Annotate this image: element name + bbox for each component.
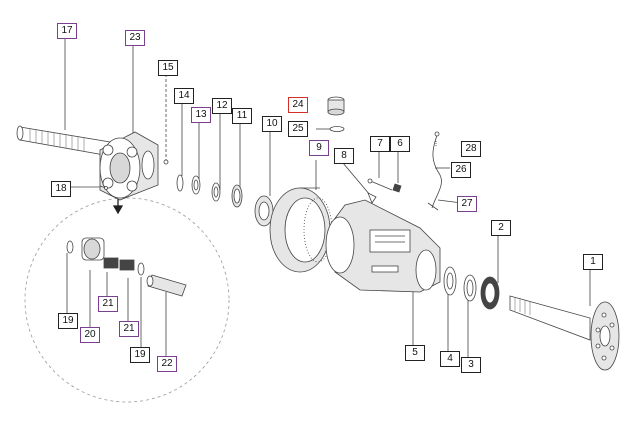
- callout-label: 20: [80, 327, 100, 343]
- axle-housing: [325, 199, 441, 293]
- callout-label: 12: [212, 98, 232, 114]
- fitting-8: [367, 192, 377, 204]
- output-shaft: [509, 295, 620, 371]
- callout-label: 15: [158, 60, 178, 76]
- bearing-10: [254, 195, 274, 227]
- callout-label: 7: [370, 136, 390, 152]
- callout-label: 19: [58, 313, 78, 329]
- callout-label: 19: [130, 347, 150, 363]
- bolt-7: [367, 178, 393, 191]
- callout-label: 18: [51, 181, 71, 197]
- callout-label: 24: [288, 97, 308, 113]
- callout-label: 9: [309, 140, 329, 156]
- callout-label: 25: [288, 121, 308, 137]
- callout-label: 4: [440, 351, 460, 367]
- callout-label: 1: [583, 254, 603, 270]
- callout-label: 10: [262, 116, 282, 132]
- nut-6: [392, 183, 402, 193]
- ball-15: [163, 159, 169, 165]
- callout-label: 2: [491, 220, 511, 236]
- detail-parts: [66, 237, 187, 297]
- input-shaft: [16, 125, 111, 157]
- callout-label: 21: [119, 321, 139, 337]
- cap-24: [327, 96, 345, 116]
- callout-label: 11: [232, 108, 252, 124]
- seals-right: [443, 266, 500, 310]
- callout-label: 14: [174, 88, 194, 104]
- pin-18: [99, 185, 108, 190]
- planet-carrier: [99, 131, 159, 201]
- callout-label: 27: [457, 196, 477, 212]
- callout-label: 28: [461, 141, 481, 157]
- callout-label: 6: [390, 136, 410, 152]
- detail-circle: [24, 197, 230, 403]
- callout-label: 22: [157, 356, 177, 372]
- callout-label: 3: [461, 357, 481, 373]
- breather-tube: [427, 131, 442, 211]
- callout-label: 21: [98, 296, 118, 312]
- callout-label: 5: [405, 345, 425, 361]
- washers-left: [176, 174, 243, 208]
- callout-label: 13: [191, 107, 211, 123]
- washer-25: [329, 126, 345, 132]
- callout-label: 26: [451, 162, 471, 178]
- callout-label: 8: [334, 148, 354, 164]
- callout-label: 17: [57, 23, 77, 39]
- ring-gear: [269, 187, 333, 273]
- callout-label: 23: [125, 30, 145, 46]
